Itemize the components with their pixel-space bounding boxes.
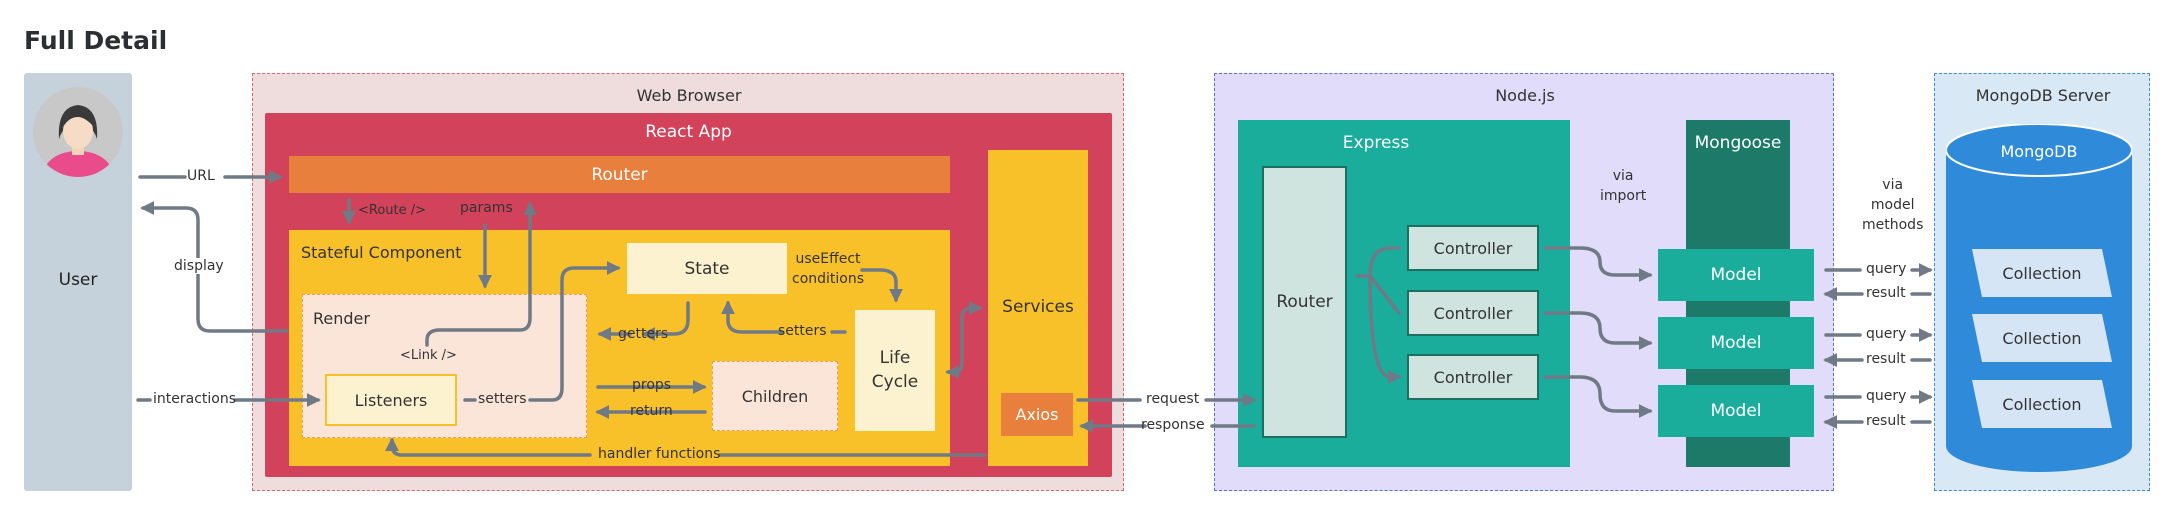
stateful-component-label: Stateful Component <box>301 243 462 262</box>
model-label: Model <box>1710 401 1762 421</box>
mongoose-label: Mongoose <box>1694 133 1782 153</box>
listeners-box: Listeners <box>325 374 457 426</box>
listeners-label: Listeners <box>354 390 428 410</box>
express-label: Express <box>1342 133 1410 153</box>
label-setters-listeners: setters <box>478 391 527 407</box>
children-label: Children <box>741 386 809 406</box>
model-2: Model <box>1658 317 1814 369</box>
label-setters-lifecycle: setters <box>778 323 827 339</box>
render-label: Render <box>313 309 370 328</box>
collection-1: Collection <box>1972 249 2112 297</box>
label-props: props <box>632 377 672 393</box>
controller-1: Controller <box>1407 225 1539 271</box>
services-label: Services <box>1002 297 1074 317</box>
life-cycle-label: Life Cycle <box>871 347 919 392</box>
label-useeffect: useEffect conditions <box>792 251 865 287</box>
life-cycle-box: Life Cycle <box>855 310 935 431</box>
collection-3: Collection <box>1972 380 2112 428</box>
model-label: Model <box>1710 265 1762 285</box>
label-query-3: query <box>1866 388 1907 404</box>
collection-shape <box>1972 249 2112 297</box>
model-1: Model <box>1658 249 1814 301</box>
axios-label: Axios <box>1015 405 1059 424</box>
label-handler-functions: handler functions <box>598 446 721 462</box>
user-panel: User <box>24 73 132 491</box>
nodejs-label: Node.js <box>1495 85 1555 105</box>
react-router: Router <box>289 156 950 193</box>
collection-2: Collection <box>1972 314 2112 362</box>
axios-box: Axios <box>1001 393 1073 436</box>
model-3: Model <box>1658 385 1814 437</box>
collection-shape <box>1972 314 2112 362</box>
children-box: Children <box>712 361 838 431</box>
user-label: User <box>58 270 98 290</box>
state-box: State <box>627 243 787 294</box>
label-result-1: result <box>1866 285 1906 301</box>
controller-3: Controller <box>1407 354 1539 400</box>
model-label: Model <box>1710 333 1762 353</box>
state-label: State <box>684 258 730 279</box>
label-link: <Link /> <box>400 348 457 363</box>
label-return: return <box>630 403 673 419</box>
label-response: response <box>1141 417 1205 433</box>
page-title: Full Detail <box>24 26 168 55</box>
services-box: Services Axios <box>988 150 1088 466</box>
label-result-2: result <box>1866 351 1906 367</box>
controller-label: Controller <box>1433 238 1513 258</box>
label-getters: getters <box>618 326 669 342</box>
label-request: request <box>1146 391 1200 407</box>
label-query-1: query <box>1866 261 1907 277</box>
express-router-label: Router <box>1276 292 1333 312</box>
mongodb-label: MongoDB <box>2000 141 2078 161</box>
label-via-import: via import <box>1600 168 1647 204</box>
react-app-label: React App <box>645 122 732 142</box>
collection-label: Collection <box>2002 328 2082 348</box>
controller-label: Controller <box>1433 367 1513 387</box>
collection-label: Collection <box>2002 263 2082 283</box>
label-via-model-methods: via model methods <box>1862 177 1924 233</box>
controller-2: Controller <box>1407 290 1539 336</box>
label-interactions: interactions <box>153 391 237 407</box>
label-result-3: result <box>1866 413 1906 429</box>
react-router-label: Router <box>591 164 648 185</box>
label-params: params <box>460 200 513 216</box>
collection-label: Collection <box>2002 394 2082 414</box>
user-avatar <box>33 87 123 177</box>
collection-shape <box>1972 380 2112 428</box>
express-router: Router <box>1262 166 1347 438</box>
label-display: display <box>174 258 224 274</box>
controller-label: Controller <box>1433 303 1513 323</box>
label-query-2: query <box>1866 326 1907 342</box>
web-browser-label: Web Browser <box>636 85 742 105</box>
label-url: URL <box>187 168 215 184</box>
mongodb-server-label: MongoDB Server <box>1975 85 2111 105</box>
label-route: <Route /> <box>358 203 427 218</box>
